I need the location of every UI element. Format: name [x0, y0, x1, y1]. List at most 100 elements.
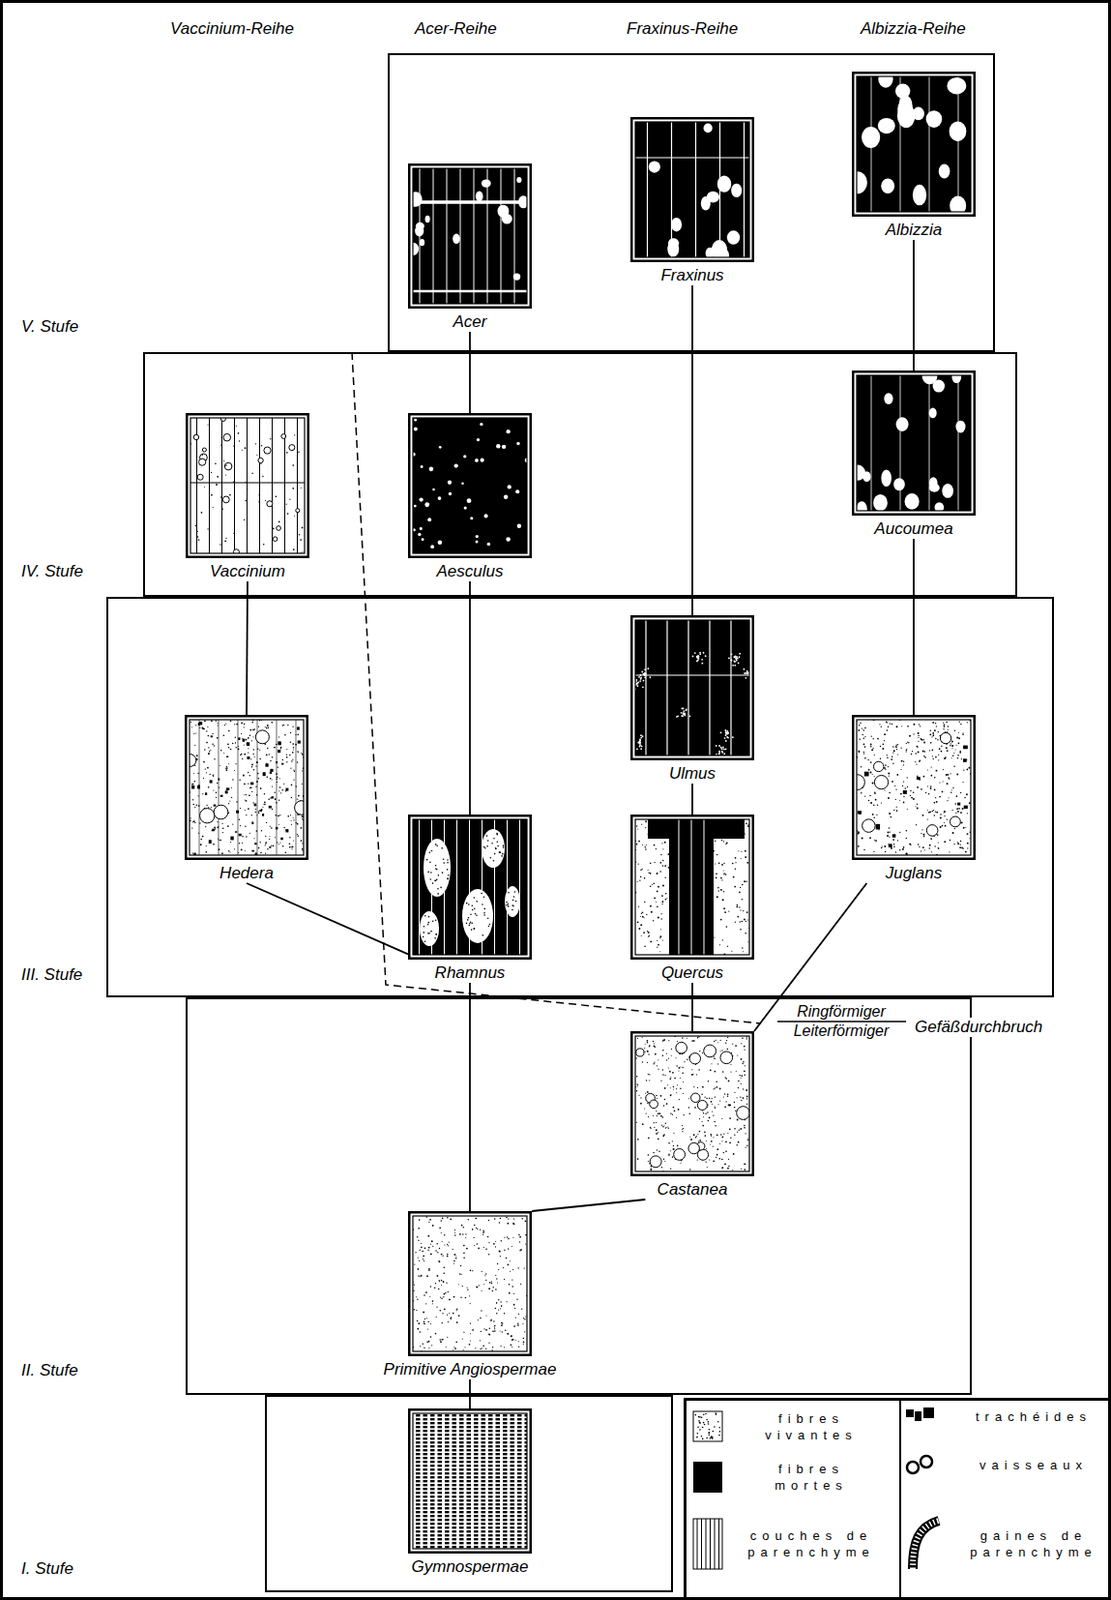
legend-sample [693, 1461, 723, 1492]
fibre-dot [292, 818, 294, 820]
fibre-dot [225, 473, 227, 475]
fibre-dot [942, 780, 944, 782]
fibre-dot [647, 935, 650, 937]
fibre-dot [241, 842, 243, 844]
fibre-dot [638, 675, 641, 678]
fibre-dot [932, 755, 934, 757]
fibre-dot [657, 885, 660, 888]
fibre-dot [264, 841, 267, 844]
tracheid [210, 734, 213, 737]
section-border [631, 815, 754, 959]
fibre-dot [735, 905, 738, 907]
fibre-dot [938, 795, 941, 798]
fibre-dot [431, 849, 434, 852]
fibre-dot [474, 458, 479, 463]
lineage-line [754, 882, 867, 1031]
fibre-dot [734, 856, 737, 859]
lineage-line [468, 331, 471, 413]
fibre-dot [228, 746, 231, 749]
tracheid [269, 771, 272, 774]
fibre-dot [227, 743, 230, 746]
section-border [631, 117, 754, 262]
vessel-blob [926, 110, 943, 128]
vessel [856, 774, 865, 790]
fibre-dot [947, 776, 949, 778]
fibre-dot [857, 729, 860, 731]
fibre-dot [233, 532, 234, 534]
ray-line [276, 719, 278, 855]
fibre-dot [734, 1110, 736, 1111]
tracheid [262, 813, 264, 817]
fibre-dot [664, 841, 667, 844]
sample-dot [711, 1435, 714, 1438]
fibre-dot [665, 1121, 667, 1123]
fibre-dot [731, 735, 734, 738]
fibre-dot [899, 848, 901, 850]
fibre-dot [916, 786, 919, 789]
fibre-dot [962, 731, 964, 733]
vessel-blob [856, 500, 868, 511]
fibre-dot [212, 789, 214, 791]
tracheid [197, 785, 201, 790]
fibre-dot [656, 906, 659, 908]
legend-sample [912, 1520, 939, 1569]
vessel-blob [949, 196, 966, 212]
fibre-dot [902, 785, 904, 787]
fibre-dot [712, 1113, 714, 1115]
fibre-dot [255, 811, 257, 813]
fibre-dot [949, 839, 952, 842]
fibre-dot [870, 801, 873, 804]
fibre-dot [916, 803, 918, 805]
band-line [635, 156, 750, 158]
fibre-dot [203, 777, 205, 779]
fibre-dot [493, 859, 496, 862]
fibre-dot [467, 924, 470, 927]
fibre-dot [213, 826, 216, 829]
fibre-dot [223, 733, 226, 736]
fibre-dot [271, 785, 273, 787]
fibre-dot [197, 535, 200, 538]
fibre-dot [649, 884, 652, 887]
fibre-dot [870, 743, 873, 746]
fibre-dot [497, 840, 499, 843]
fibre-dot [657, 943, 660, 946]
fibre-dot [649, 872, 652, 875]
fibre-dot [197, 794, 199, 796]
fibre-dot [423, 931, 426, 934]
fibre-dot [659, 861, 662, 864]
fibre-dot [888, 836, 890, 838]
fibre-dot [639, 878, 641, 880]
fibre-dot [441, 871, 444, 874]
fibre-dot [873, 850, 875, 852]
fibre-dot [266, 724, 269, 727]
fibre-dot [906, 786, 908, 788]
fibre-dot [680, 711, 683, 714]
fibre-dot [475, 913, 478, 916]
fibre-dot [959, 751, 962, 754]
vessel-blob [481, 178, 492, 187]
section-border [186, 413, 309, 557]
fibre-dot [722, 938, 724, 940]
fibre-dot [279, 777, 281, 779]
vessel-blob [862, 470, 871, 482]
section-border [185, 715, 308, 859]
fibre-dot [418, 497, 423, 501]
fibre-dot [652, 919, 654, 921]
fibre-dot [251, 472, 253, 474]
fibre-dot [873, 804, 876, 807]
fibre-dot [644, 819, 647, 822]
fibre-dot [270, 826, 273, 829]
vessel [213, 804, 229, 819]
fibre-dot [966, 768, 969, 771]
band-line [190, 481, 305, 483]
fibre-dot [932, 810, 935, 813]
tracheid [204, 791, 207, 795]
fibre-dot [204, 748, 205, 750]
fibre-dot [505, 904, 508, 907]
fibre-dot [683, 714, 686, 717]
fibre-dot [642, 672, 644, 675]
fibre-dot [438, 874, 440, 877]
fibre-dot [939, 813, 942, 816]
fibre-dot [245, 799, 248, 802]
fibre-dot [662, 864, 664, 866]
